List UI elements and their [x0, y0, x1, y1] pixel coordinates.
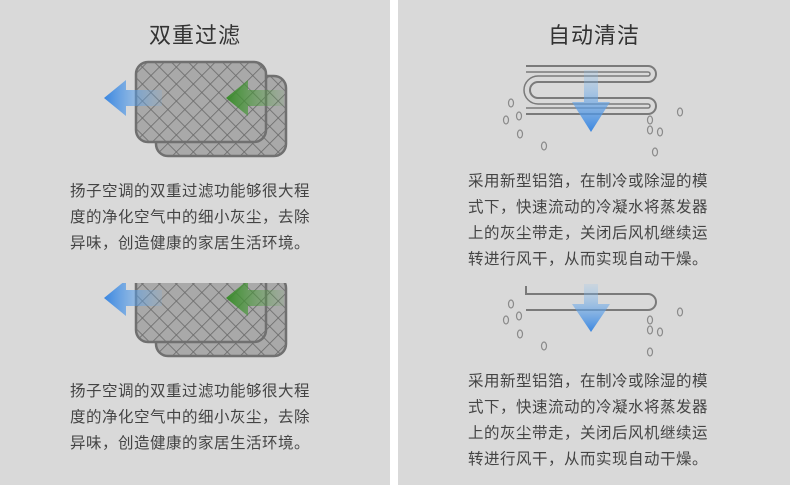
auto-clean-description-2: 采用新型铝箔，在制冷或除湿的模 式下，快速流动的冷凝水将蒸发器 上的灰尘带走，关… — [468, 372, 709, 468]
auto-clean-title: 自动清洁 — [547, 24, 640, 49]
blue-arrow-icon — [104, 283, 162, 316]
evaporator-coil-icon — [502, 284, 684, 357]
double-filter-title: 双重过滤 — [148, 24, 241, 49]
double-filter-icon — [104, 283, 288, 358]
down-arrow-icon — [572, 70, 610, 132]
down-arrow-icon — [572, 284, 610, 332]
double-filter-description-2: 扬子空调的双重过滤功能够很大程 度的净化空气中的细小灰尘，去除 异味，创造健康的… — [70, 382, 311, 452]
blue-arrow-icon — [104, 80, 162, 116]
evaporator-coil-icon — [502, 65, 684, 157]
auto-clean-panel: 自动清洁 采用新型铝箔，在制冷或除湿的模 式下，快速流动的冷凝水将蒸发器 上的灰… — [398, 0, 790, 485]
green-arrow-icon — [226, 283, 284, 316]
auto-clean-description-1: 采用新型铝箔，在制冷或除湿的模 式下，快速流动的冷凝水将蒸发器 上的灰尘带走，关… — [468, 172, 709, 268]
double-filter-description-1: 扬子空调的双重过滤功能够很大程 度的净化空气中的细小灰尘，去除 异味，创造健康的… — [70, 182, 311, 252]
green-arrow-icon — [226, 80, 284, 116]
double-filter-panel: 双重过滤 扬子空调的双重过滤功能够很大程 度的净化空气中的细小灰尘，去除 异味，… — [0, 0, 390, 485]
water-bubbles-icon — [502, 98, 684, 157]
water-bubbles-icon — [502, 299, 684, 357]
double-filter-icon — [104, 60, 288, 158]
